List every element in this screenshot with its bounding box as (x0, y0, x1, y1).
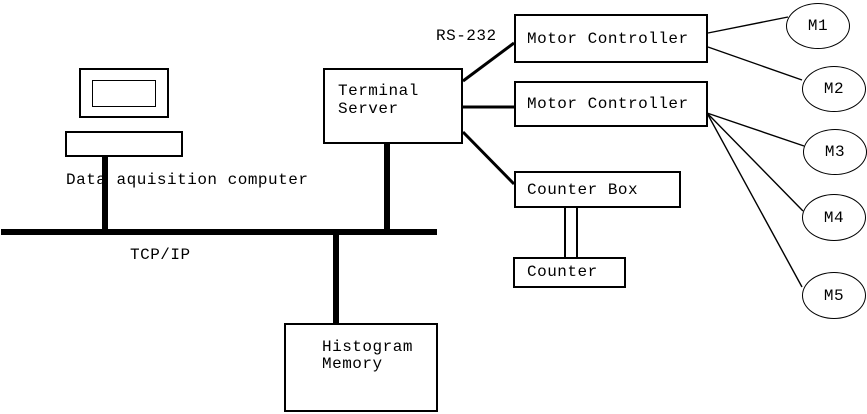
counter-label: Counter (527, 263, 598, 281)
counterbox-counter-link-left (564, 208, 566, 257)
motor-m4-label: M4 (823, 208, 845, 227)
motor-controller-2-label: Motor Controller (527, 95, 689, 113)
link-terminal-to-counterbox (461, 130, 516, 186)
motor-m5-ellipse: M5 (802, 272, 866, 319)
terminal-server-box: Terminal Server (323, 68, 463, 144)
monitor-screen-icon (92, 80, 156, 107)
terminal-server-label-line2: Server (338, 100, 399, 118)
link-terminal-to-mc1 (462, 41, 515, 83)
histogram-memory-box: Histogram Memory (284, 323, 438, 412)
terminal-server-drop-line (384, 144, 390, 229)
motor-m1-label: M1 (807, 17, 829, 35)
counter: Counter (513, 257, 626, 288)
histogram-memory-label-line2: Memory (322, 355, 383, 373)
link-mc1-to-m1 (707, 16, 789, 34)
motor-controller-1-box: Motor Controller (514, 14, 708, 63)
counter-box-label: Counter Box (527, 180, 639, 199)
motor-controller-1-label: Motor Controller (527, 29, 689, 48)
motor-m4-ellipse: M4 (802, 194, 866, 241)
keyboard-icon (65, 131, 183, 157)
motor-m2-label: M2 (823, 80, 845, 98)
motor-controller-2-box: Motor Controller (514, 81, 708, 127)
rs232-label: RS-232 (436, 27, 497, 45)
computer-drop-line (102, 157, 108, 229)
link-mc2-to-m4 (706, 112, 804, 212)
tcpip-bus-line (1, 229, 437, 235)
link-mc1-to-m2 (707, 46, 803, 81)
motor-m3-label: M3 (824, 143, 846, 161)
counterbox-counter-link-right (576, 208, 578, 257)
motor-m5-label: M5 (823, 286, 845, 305)
terminal-server-label-line1: Terminal (338, 82, 419, 100)
motor-m2-ellipse: M2 (802, 66, 866, 112)
counter-box: Counter Box (514, 171, 681, 208)
histogram-memory-label-line1: Histogram (322, 338, 413, 356)
link-mc2-to-m5 (706, 112, 803, 288)
histogram-drop-line (333, 235, 339, 323)
tcpip-label: TCP/IP (130, 246, 191, 264)
motor-m1-ellipse: M1 (786, 3, 850, 49)
motor-m3-ellipse: M3 (803, 129, 867, 175)
computer-label: Data aquisition computer (66, 171, 309, 189)
link-mc2-to-m3 (706, 112, 805, 147)
